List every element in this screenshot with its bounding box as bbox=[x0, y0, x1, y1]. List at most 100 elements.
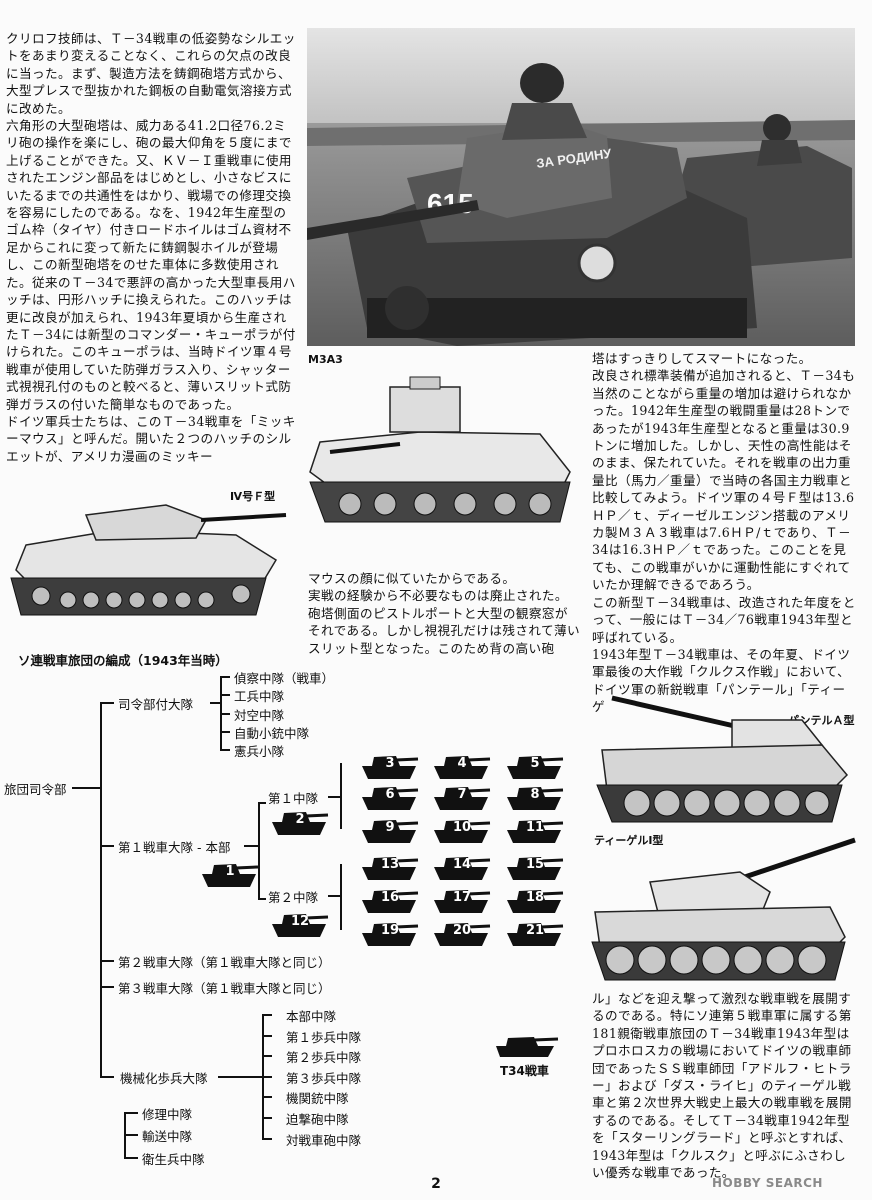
mech-stub bbox=[218, 1076, 262, 1078]
t34-legend-icon bbox=[496, 1037, 559, 1057]
co1-branch bbox=[258, 802, 266, 804]
tiger-tank-drawing bbox=[591, 837, 856, 981]
tank-silhouette bbox=[507, 820, 564, 843]
tank-silhouette bbox=[362, 923, 419, 946]
co2-vertical bbox=[340, 864, 342, 930]
tank-number: 2 bbox=[295, 812, 305, 827]
paragraph: 実戦の経験から不必要なものは廃止された。砲塔側面のピストルポートと大型の観察窓が… bbox=[308, 588, 580, 656]
hq-unit: 司令部付大隊 bbox=[118, 697, 194, 712]
root-connector bbox=[72, 787, 100, 789]
paragraph: クリロフ技師は、Ｔ－34戦車の低姿勢なシルエットをあまり変えることなく、これらの… bbox=[6, 31, 296, 116]
tank-number: 20 bbox=[452, 923, 472, 938]
tank-icon: 5 bbox=[505, 752, 565, 780]
tank-number: 18 bbox=[525, 890, 545, 905]
tank-silhouette bbox=[362, 820, 419, 843]
tank-silhouette bbox=[362, 857, 419, 880]
tank-icon: 4 bbox=[432, 752, 492, 780]
co1-stub bbox=[328, 796, 340, 798]
tank-icon: 17 bbox=[432, 886, 492, 914]
co2-stub bbox=[328, 895, 340, 897]
tank-number: 10 bbox=[452, 820, 472, 835]
org-chart-title: ソ連戦車旅団の編成（1943年当時） bbox=[18, 653, 228, 668]
paragraph: 1943年型Ｔ－34戦車は、その年夏、ドイツ軍最後の大作戦「クルクス作戦」におい… bbox=[592, 646, 851, 715]
paragraph: 六角形の大型砲塔は、威力ある41.2口径76.2ミリ砲の操作を楽にし、砲の最大仰… bbox=[6, 118, 296, 412]
main-vertical bbox=[100, 702, 102, 1076]
co1-vertical bbox=[340, 763, 342, 829]
m3a3-caption: M3A3 bbox=[308, 353, 343, 366]
t34-tank-photo: ЗА РОДИНУ 615 bbox=[307, 28, 855, 346]
org-root: 旅団司令部 bbox=[4, 782, 67, 797]
company-2: 第２中隊 bbox=[268, 890, 319, 905]
mech-child: 迫撃砲中隊 bbox=[286, 1112, 349, 1127]
bn2-connector bbox=[100, 960, 114, 962]
mech-branch bbox=[262, 1035, 272, 1037]
watermark: HOBBY SEARCH bbox=[712, 1176, 823, 1190]
paragraph: この新型Ｔ－34戦車は、改造された年度をとって、一般にはＴ－34／76戦車194… bbox=[592, 594, 856, 645]
tank-silhouette bbox=[272, 914, 329, 937]
tiger-caption: ティーゲルⅠ型 bbox=[594, 834, 664, 847]
tank-silhouette bbox=[434, 756, 491, 779]
hq-child: 憲兵小隊 bbox=[234, 744, 285, 759]
tank-number: 13 bbox=[380, 857, 400, 872]
paragraph: 改良され標準装備が追加されると、Ｔ－34も当然のことながら重量の増加は避けられな… bbox=[592, 368, 856, 593]
tank-silhouette bbox=[507, 923, 564, 946]
mech-child: 本部中隊 bbox=[286, 1009, 337, 1024]
tank-number: 3 bbox=[385, 756, 395, 771]
tank-silhouette bbox=[434, 820, 491, 843]
mech-connector bbox=[100, 1076, 114, 1078]
hq-branch bbox=[220, 676, 230, 678]
tank-number: 7 bbox=[457, 787, 467, 802]
tank-number: 19 bbox=[380, 923, 400, 938]
tank-icon: 16 bbox=[360, 886, 420, 914]
hq-child: 偵察中隊（戦車） bbox=[234, 671, 335, 686]
mech-branch bbox=[262, 1014, 272, 1016]
bn1-vertical bbox=[258, 802, 260, 898]
support-branch bbox=[124, 1112, 138, 1114]
tank-icon: 11 bbox=[505, 816, 565, 844]
article-column-1: クリロフ技師は、Ｔ－34戦車の低姿勢なシルエットをあまり変えることなく、これらの… bbox=[6, 30, 298, 465]
bn3: 第３戦車大隊（第１戦車大隊と同じ） bbox=[118, 981, 331, 996]
hq-connector bbox=[100, 702, 114, 704]
tank-silhouette bbox=[272, 812, 329, 835]
t34-photo-illustration: ЗА РОДИНУ 615 bbox=[307, 28, 855, 346]
tank-icon: 20 bbox=[432, 919, 492, 947]
tank-icon: 8 bbox=[505, 783, 565, 811]
mech-branch bbox=[262, 1055, 272, 1057]
paragraph: マウスの顔に似ていたからである。 bbox=[308, 571, 516, 586]
hq-child: 工兵中隊 bbox=[234, 689, 285, 704]
article-column-3: 塔はすっきりしてスマートになった。 改良され標準装備が追加されると、Ｔ－34も当… bbox=[592, 350, 856, 716]
tank-icon: 2 bbox=[270, 808, 330, 836]
mech-battalion: 機械化歩兵大隊 bbox=[120, 1071, 208, 1086]
tank-icon: 15 bbox=[505, 853, 565, 881]
tank-silhouette bbox=[362, 756, 419, 779]
mech-child: 対戦車砲中隊 bbox=[286, 1133, 362, 1148]
tank-number: 8 bbox=[530, 787, 540, 802]
mech-child: 第３歩兵中隊 bbox=[286, 1071, 362, 1086]
hq-stub bbox=[210, 702, 220, 704]
tank-icon: 12 bbox=[270, 910, 330, 938]
page-number: 2 bbox=[431, 1176, 441, 1192]
tank-number: 11 bbox=[525, 820, 545, 835]
tank-number: 1 bbox=[225, 864, 235, 879]
tank-icon: 18 bbox=[505, 886, 565, 914]
panther-tank-drawing bbox=[596, 695, 849, 823]
bn1-stub bbox=[244, 845, 258, 847]
hq-child: 対空中隊 bbox=[234, 708, 285, 723]
co2-branch bbox=[258, 898, 266, 900]
bn2: 第２戦車大隊（第１戦車大隊と同じ） bbox=[118, 955, 331, 970]
bn1: 第１戦車大隊 ‐ 本部 bbox=[118, 840, 231, 855]
mech-child: 機関銃中隊 bbox=[286, 1091, 349, 1106]
company-1: 第１中隊 bbox=[268, 791, 319, 806]
t34-legend-label: T34戦車 bbox=[500, 1064, 549, 1078]
mech-child: 第１歩兵中隊 bbox=[286, 1030, 362, 1045]
tank-silhouette bbox=[434, 890, 491, 913]
paragraph: ドイツ軍兵士たちは、このＴ－34戦車を「ミッキーマウス」と呼んだ。開いた２つのハ… bbox=[6, 413, 296, 464]
hq-child: 自動小銃中隊 bbox=[234, 726, 310, 741]
tank-silhouette bbox=[507, 787, 564, 810]
support-branch bbox=[124, 1134, 138, 1136]
paragraph: 塔はすっきりしてスマートになった。 bbox=[592, 351, 812, 366]
tank-icon: 10 bbox=[432, 816, 492, 844]
mech-branch bbox=[262, 1076, 272, 1078]
bn1-connector bbox=[100, 845, 114, 847]
pz4f-caption: Ⅳ号Ｆ型 bbox=[230, 490, 276, 503]
